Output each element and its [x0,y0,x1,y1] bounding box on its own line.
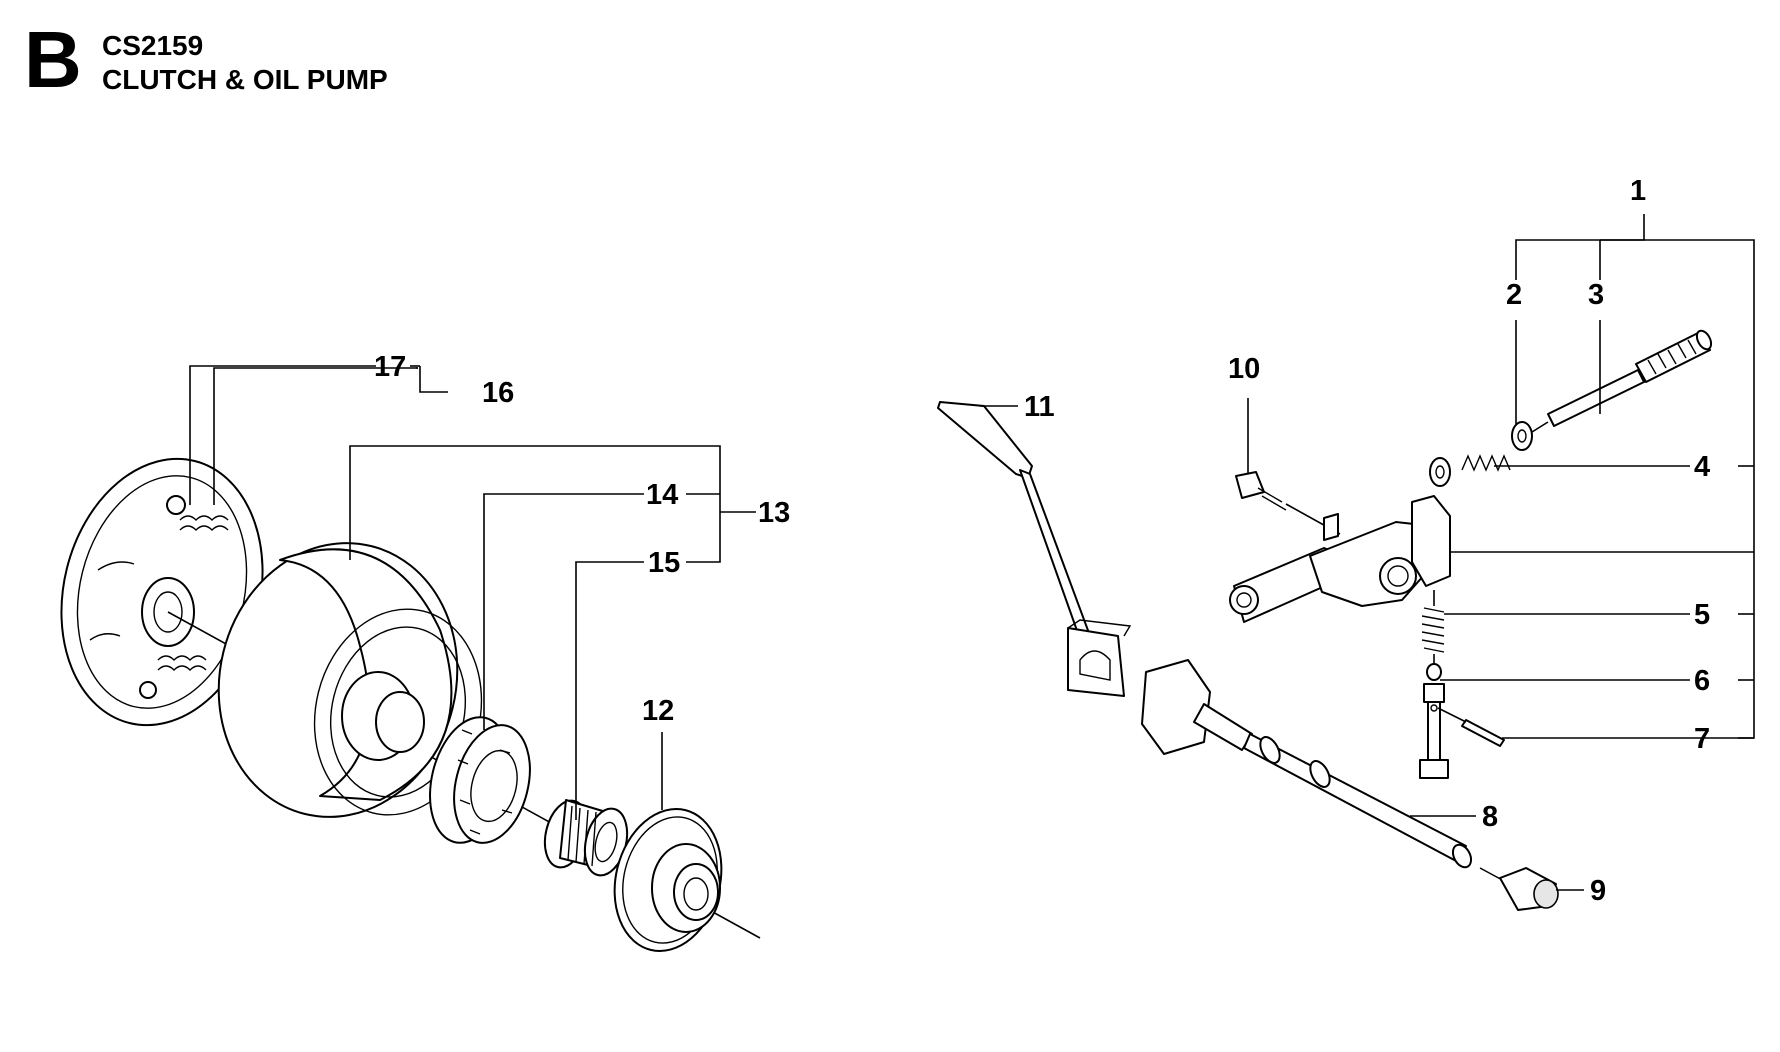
rim-sprocket [429,716,531,844]
callout-12: 12 [642,695,674,727]
callout-8: 8 [1482,801,1498,833]
callout-15: 15 [648,547,680,579]
callout-labels: 1 2 3 4 5 6 7 8 9 10 11 12 13 14 15 16 1… [374,175,1710,907]
oil-hose [1141,659,1473,869]
callout-14: 14 [646,479,678,511]
callout-7: 7 [1694,723,1710,755]
callout-11: 11 [1024,391,1055,423]
pump-spring-assembly [1429,421,1533,487]
callout-4: 4 [1694,451,1710,483]
pump-plunger [1419,663,1449,779]
pump-shaft [1531,329,1713,433]
pump-screw [1235,471,1341,535]
model-number: CS2159 [102,30,204,61]
oil-pump-arm [937,401,1132,697]
callout-3: 3 [1588,279,1604,311]
callout-1: 1 [1630,175,1646,207]
oil-filter [1479,867,1559,911]
clutch-spring-lower [139,655,207,699]
oil-pump-housing [1229,495,1451,623]
plunger-spring [1421,590,1445,668]
leader-lines [189,214,1755,891]
diagram-title: CLUTCH & OIL PUMP [102,64,388,95]
pump-pin [1437,707,1505,747]
callout-2: 2 [1506,279,1522,311]
callout-5: 5 [1694,599,1710,631]
callout-10: 10 [1228,353,1260,385]
callout-13: 13 [758,497,790,529]
section-letter: B [24,15,82,104]
callout-16: 16 [482,377,514,409]
needle-bearing [543,799,629,877]
callout-6: 6 [1694,665,1710,697]
callout-9: 9 [1590,875,1606,907]
callout-17: 17 [374,351,406,383]
spur-sprocket [613,808,723,952]
clutch-spring-upper [166,495,229,531]
clutch-drum [217,542,483,818]
